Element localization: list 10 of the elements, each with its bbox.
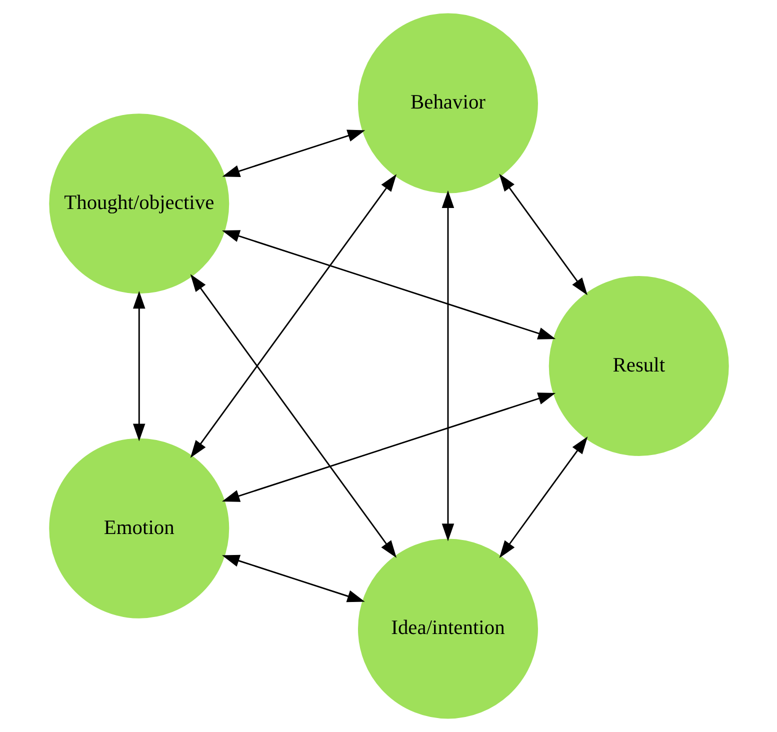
arrow: [221, 554, 364, 602]
arrow: [222, 392, 556, 502]
arrow: [498, 174, 587, 296]
arrow: [222, 130, 365, 178]
arrow: [441, 190, 454, 542]
arrow: [190, 274, 396, 558]
arrow: [132, 291, 145, 442]
arrow: [222, 230, 556, 340]
arrow: [190, 174, 396, 458]
arrow: [498, 436, 588, 558]
